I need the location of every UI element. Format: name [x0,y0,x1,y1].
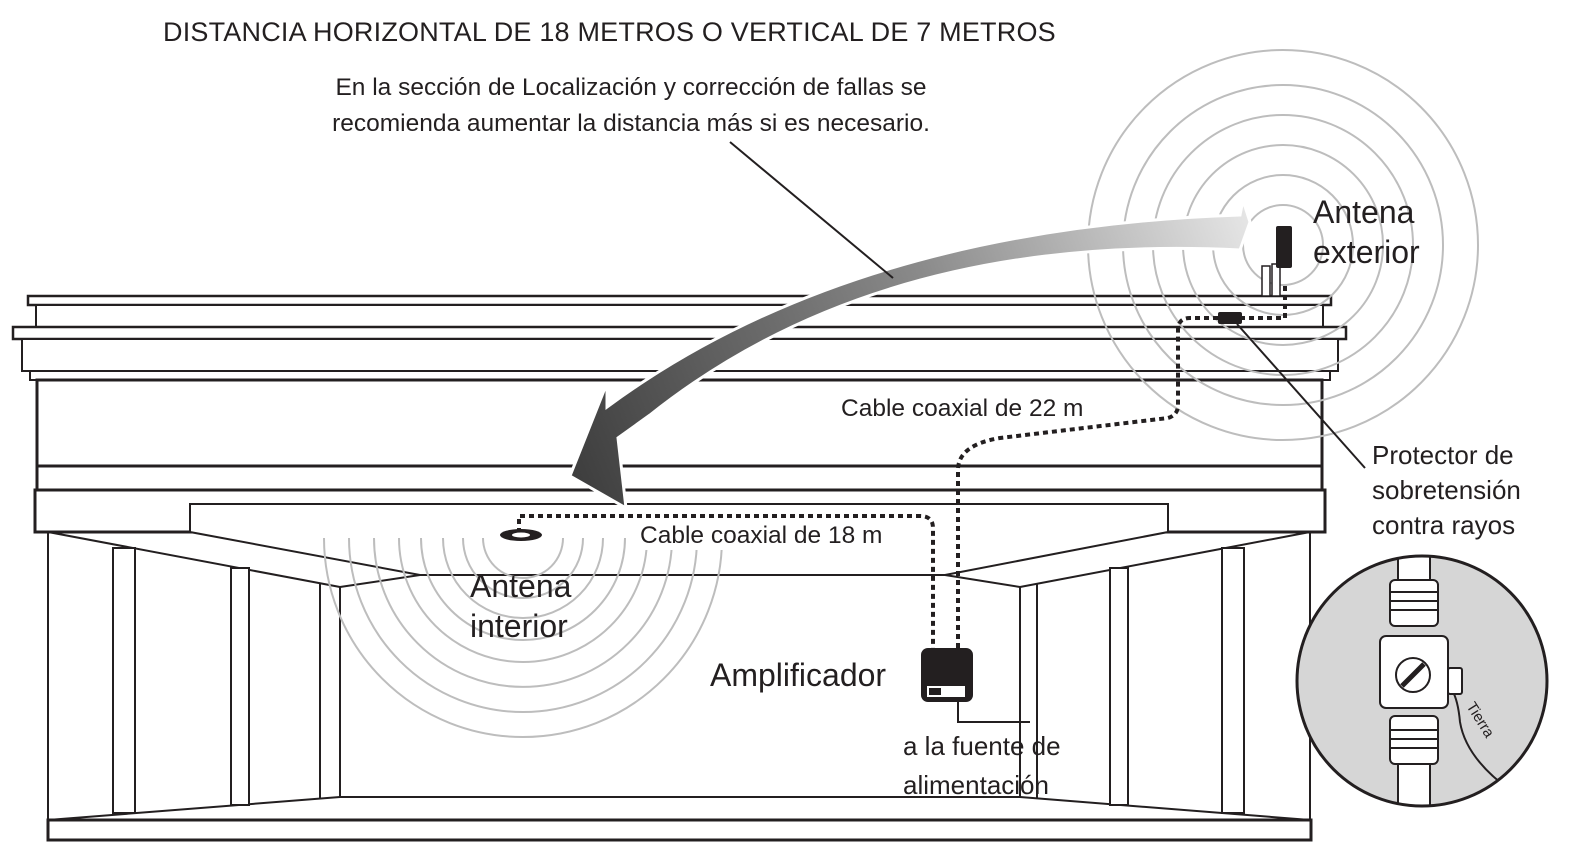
surge-protector-label: Protector de sobretensión contra rayos [1372,440,1521,540]
surge-protector-detail-inset: Tierra [1295,554,1549,808]
amplifier-label: Amplificador [710,657,887,693]
coax-22m-label: Cable coaxial de 22 m [841,395,1084,422]
power-cable [957,698,1030,723]
power-supply-label: a la fuente de alimentación [903,731,1061,800]
indoor-antenna-icon [500,529,542,541]
outdoor-antenna-label: Antena exterior [1313,194,1420,270]
coax-18m-label: Cable coaxial de 18 m [638,521,885,551]
signal-path-arrow [568,194,1252,511]
surge-protector-icon [1218,312,1366,469]
distance-note: En la sección de Localización y correcci… [291,70,971,142]
indoor-antenna-label: Antena interior [470,568,572,644]
coax-cable-18m [517,514,935,648]
diagram-title: DISTANCIA HORIZONTAL DE 18 METROS O VERT… [163,17,1056,47]
roof-cap [26,294,1333,307]
distance-note-line2: recomienda aumentar la distancia más si … [332,110,930,137]
distance-note-line1: En la sección de Localización y correcci… [335,74,927,101]
outdoor-antenna-icon [1261,226,1292,297]
note-leader-line [729,141,894,279]
coax-cables [517,286,1287,648]
amplifier-icon [921,648,973,702]
coax-cable-22m [956,286,1287,648]
indoor-signal-rings [323,537,723,738]
floor-base [46,818,1313,842]
